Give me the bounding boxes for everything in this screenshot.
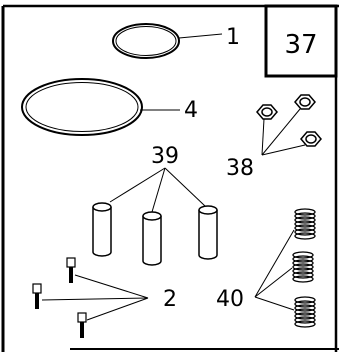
spring-coil [294,304,316,312]
screw [66,257,76,283]
part-1-small-ring [112,23,223,59]
spring-coil [292,263,314,271]
callout-38: 38 [226,156,254,181]
pin [92,202,112,257]
spring-coil [292,255,314,263]
spring-coil [294,312,316,320]
callout-40: 40 [216,287,244,312]
callout-2: 2 [163,287,177,312]
part-38-washers [256,94,322,147]
spring [294,296,316,328]
spring-coil [294,228,316,236]
spring-coil [292,267,314,275]
spring-coil [294,296,316,304]
callout-1: 1 [226,25,240,50]
part-39-pins [92,202,218,266]
spring-coil [294,216,316,224]
pin [142,211,162,266]
callout-38-leaders [261,108,306,156]
part-2-screws [32,257,87,338]
callout-40-leaders [254,229,295,311]
washer [294,94,316,110]
spring-coil [292,271,314,279]
page-number-box: 37 [264,4,338,78]
spring-coil [294,316,316,324]
spring-coil [292,259,314,267]
part-4-large-ring [21,78,180,136]
spring-coil [294,220,316,228]
spring-coil [292,275,314,283]
screw [77,312,87,338]
spring-coil [294,212,316,220]
callout-39-leaders [109,167,206,213]
callout-39: 39 [151,144,179,169]
washer [256,104,278,120]
part-40-springs [292,208,316,328]
spring-coil [294,308,316,316]
page-number-label: 37 [284,30,317,60]
spring-coil [292,251,314,259]
spring-coil [294,300,316,308]
callout-2-leaders [41,274,149,321]
callout-4: 4 [184,98,198,123]
spring-coil [294,320,316,328]
pin [198,205,218,260]
screw [32,283,42,309]
spring [292,251,314,283]
spring-coil [294,208,316,216]
spring-coil [294,232,316,240]
spring [294,208,316,240]
washer [300,131,322,147]
spring-coil [294,224,316,232]
